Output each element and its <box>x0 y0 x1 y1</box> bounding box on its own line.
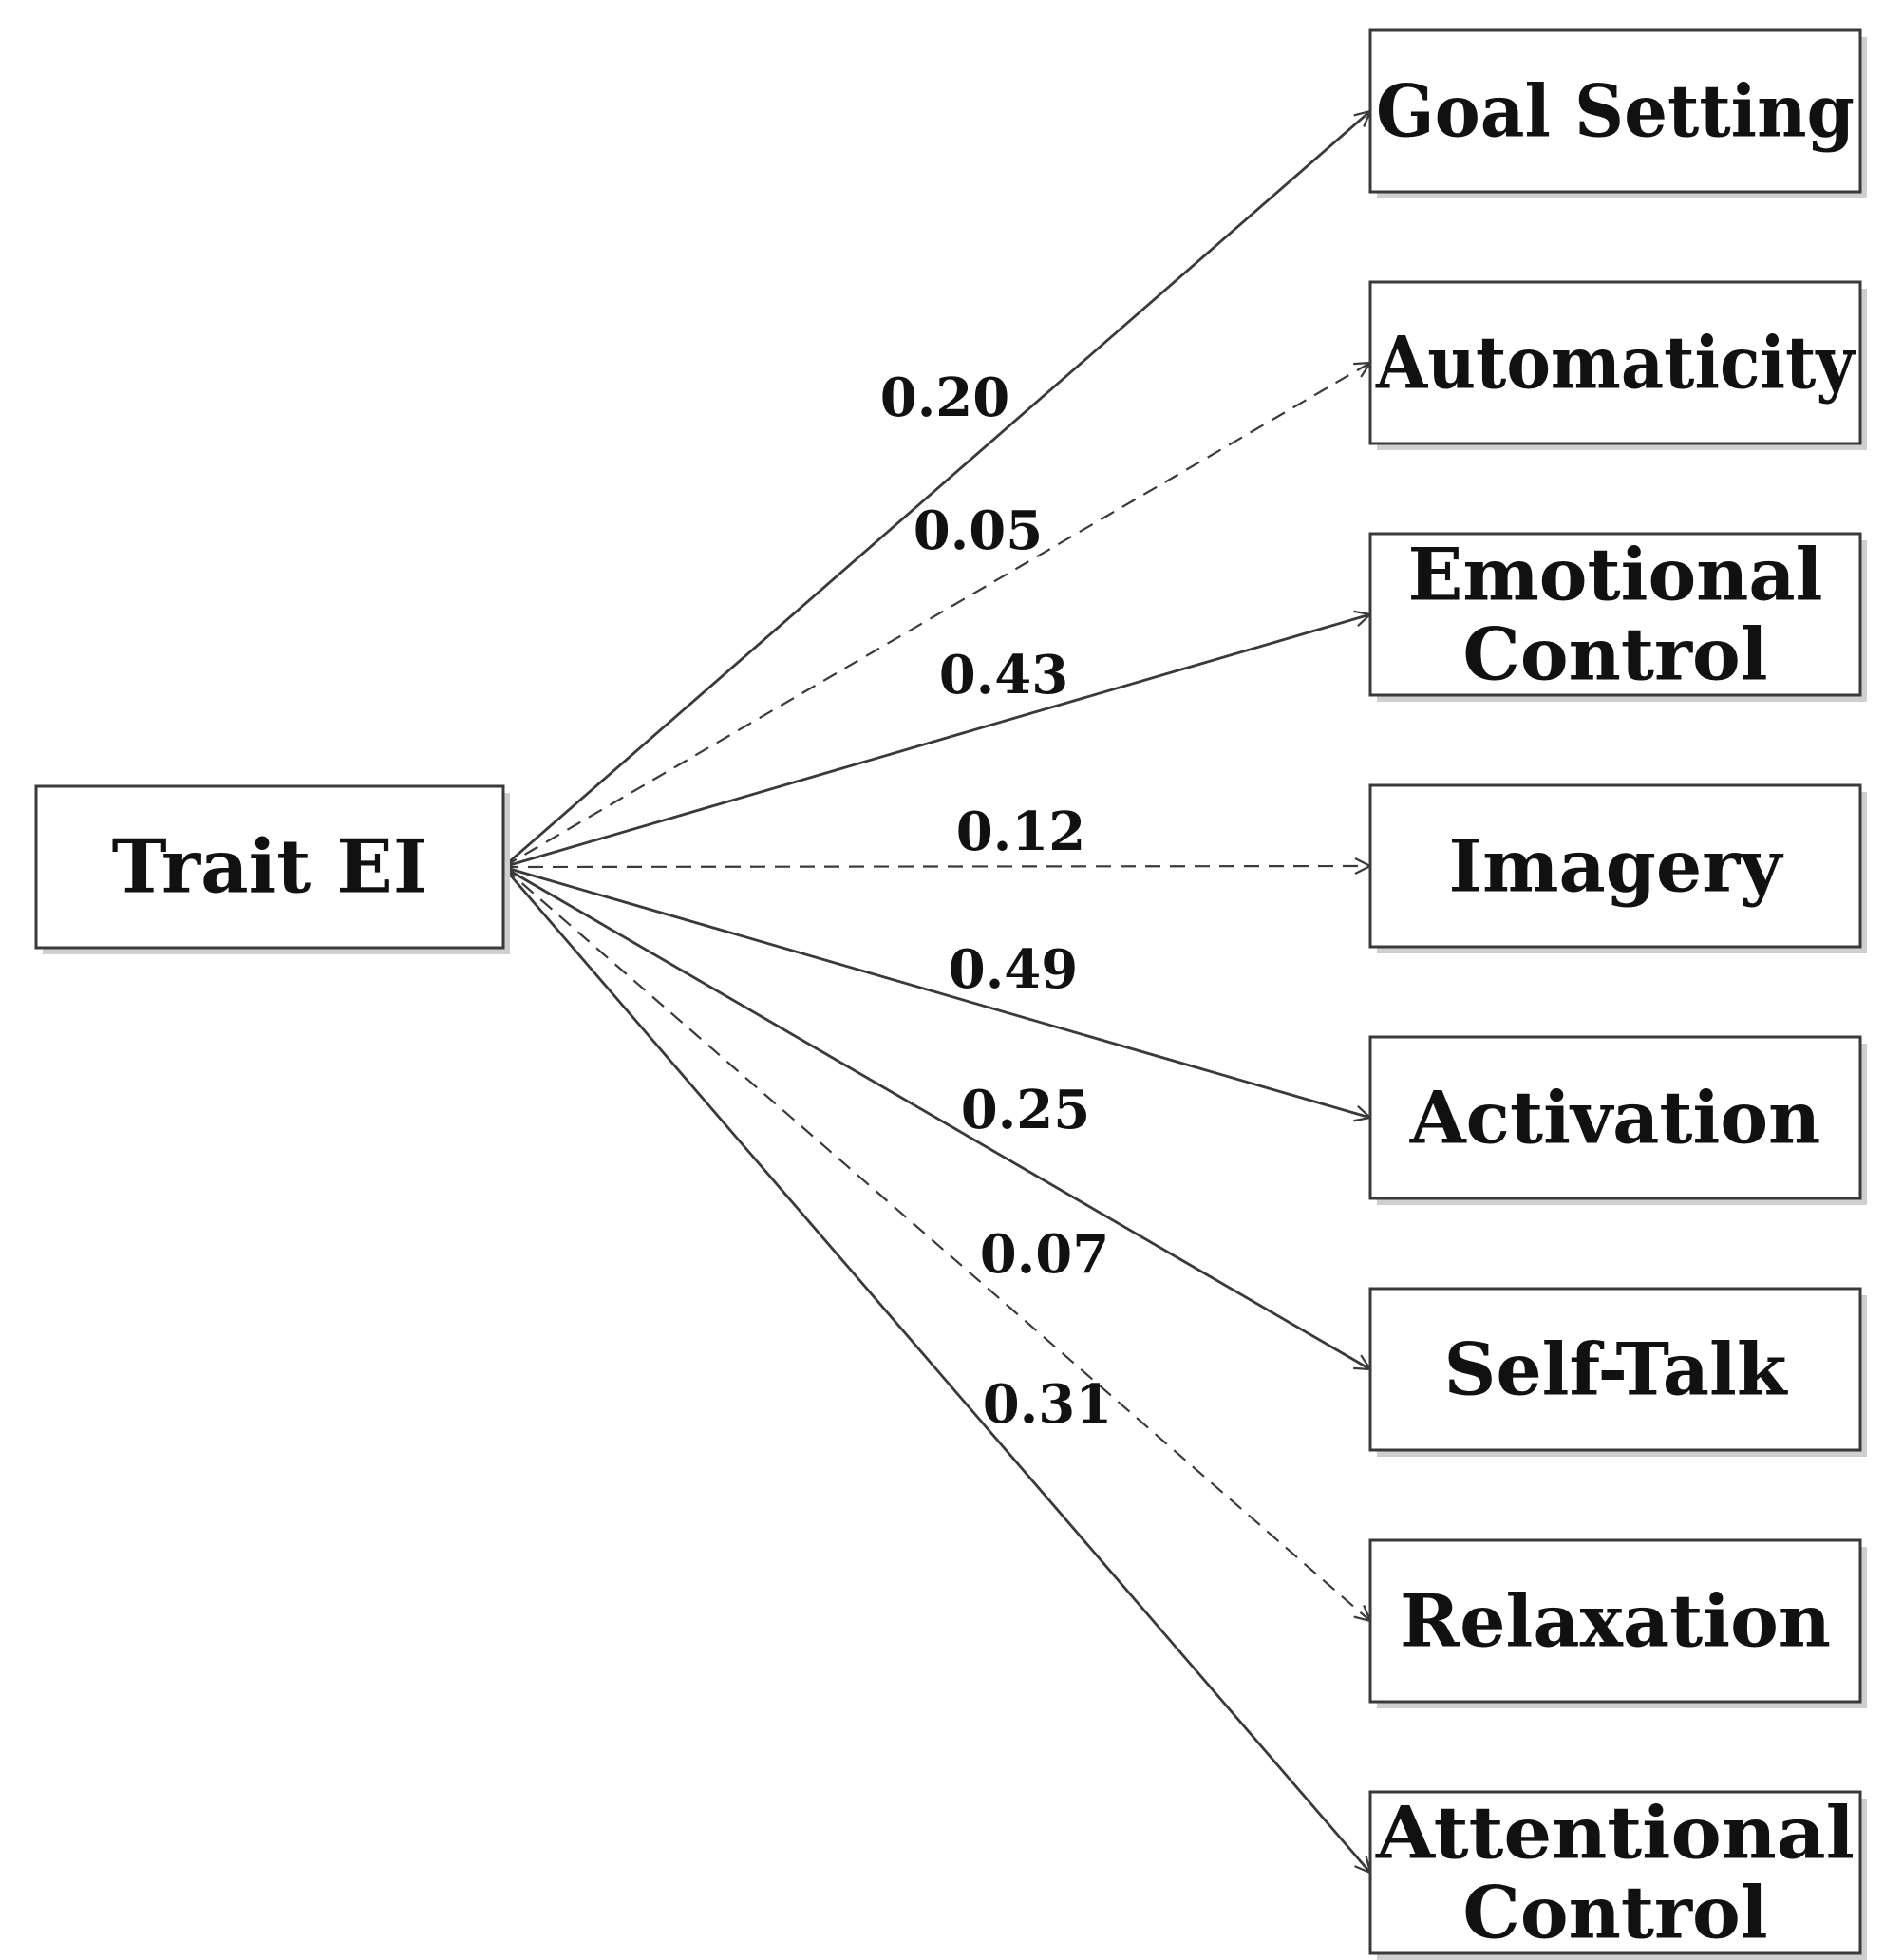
node-emotional-control-box <box>1368 532 1862 697</box>
node-emotional-control-label-line-1: Emotional <box>1407 533 1822 617</box>
path-self-talk-arrow <box>502 865 1370 1369</box>
path-relaxation-coefficient: 0.07 <box>980 1223 1109 1286</box>
node-self-talk-label: Self-Talk <box>1443 1328 1787 1412</box>
path-self-talk-coefficient: 0.25 <box>961 1079 1090 1141</box>
node-activation-box <box>1368 1035 1862 1200</box>
node-trait-ei: Trait EI <box>34 784 510 954</box>
path-activation-arrow <box>502 865 1370 1118</box>
node-self-talk-box <box>1368 1287 1862 1452</box>
node-goal-setting: Goal Setting <box>1368 28 1867 198</box>
node-emotional-control-label-line-2: Control <box>1462 612 1767 696</box>
node-activation-label: Activation <box>1409 1076 1821 1160</box>
node-imagery-label: Imagery <box>1449 824 1784 909</box>
node-imagery-box <box>1368 783 1862 949</box>
node-automaticity-label: Automaticity <box>1375 321 1856 405</box>
node-trait-ei-label: Trait EI <box>112 824 428 911</box>
node-attentional-control-box <box>1368 1790 1862 1955</box>
nodes-layer: Trait EI Goal SettingAutomaticityEmotiona… <box>34 28 1867 1960</box>
path-emotional-control-arrow <box>502 614 1370 869</box>
node-trait-ei-box <box>34 784 505 950</box>
edges-layer <box>501 111 1370 1873</box>
node-relaxation: Relaxation <box>1368 1538 1867 1708</box>
path-imagery-coefficient: 0.12 <box>956 801 1085 863</box>
path-goal-setting-coefficient: 0.20 <box>880 367 1009 429</box>
path-emotional-control-coefficient: 0.43 <box>939 644 1068 707</box>
node-automaticity-box <box>1368 280 1862 445</box>
path-automaticity-arrow <box>502 363 1370 868</box>
path-attentional-control-arrow <box>501 866 1370 1873</box>
node-goal-setting-label: Goal Setting <box>1376 69 1855 154</box>
node-self-talk: Self-Talk <box>1368 1287 1867 1457</box>
node-relaxation-label: Relaxation <box>1400 1579 1831 1664</box>
node-relaxation-box <box>1368 1538 1862 1704</box>
node-automaticity: Automaticity <box>1368 280 1867 450</box>
path-activation-coefficient: 0.49 <box>949 938 1078 1001</box>
path-goal-setting-arrow <box>502 111 1370 869</box>
path-imagery-arrow <box>502 866 1370 867</box>
path-relaxation-arrow <box>502 866 1370 1621</box>
node-attentional-control-label-line-2: Control <box>1462 1870 1767 1954</box>
node-activation: Activation <box>1368 1035 1867 1205</box>
node-goal-setting-box <box>1368 28 1862 194</box>
path-attentional-control-coefficient: 0.31 <box>983 1373 1112 1436</box>
node-imagery: Imagery <box>1368 783 1867 953</box>
labels-layer: 0.20 0.05 0.43 0.12 0.49 0.25 0.07 0.31 <box>880 367 1112 1436</box>
node-attentional-control-label-line-1: Attentional <box>1375 1791 1855 1875</box>
path-automaticity-coefficient: 0.05 <box>914 499 1043 562</box>
